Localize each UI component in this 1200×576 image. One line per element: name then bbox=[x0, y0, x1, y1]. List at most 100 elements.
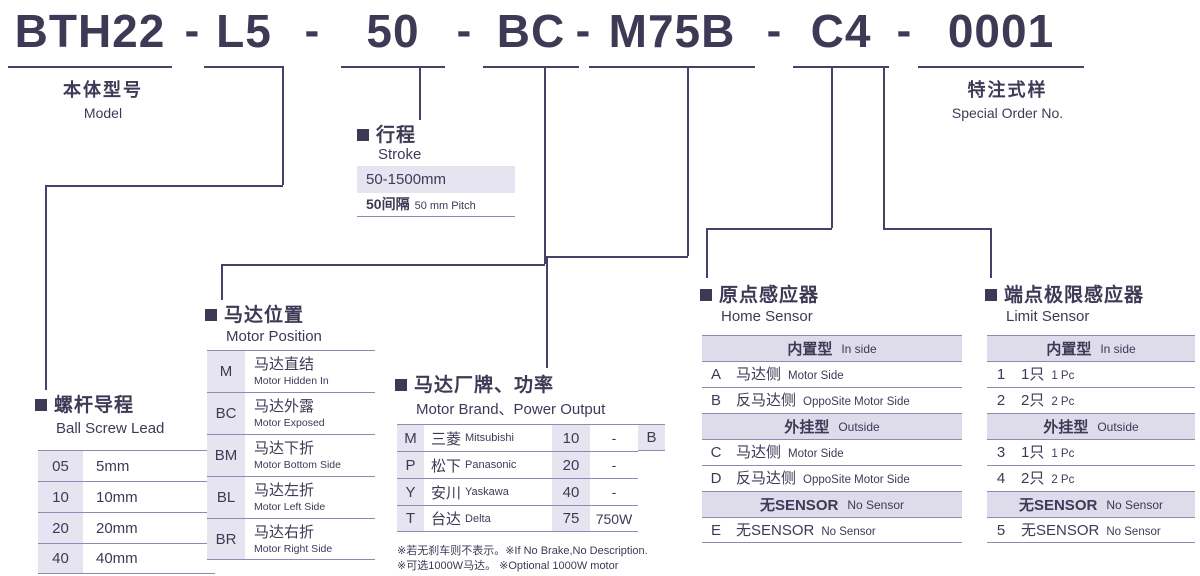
table-row: M 马达直结 Motor Hidden In bbox=[207, 350, 375, 392]
sensor-label-cell: 2只 2 Pc bbox=[1015, 466, 1195, 491]
section-marker-icon bbox=[985, 289, 997, 301]
special-order-label-zh: 特注式样 bbox=[967, 80, 1048, 100]
position-label-en: Motor Left Side bbox=[254, 501, 326, 513]
position-code-cell: M bbox=[207, 351, 245, 392]
table-row: BL 马达左折 Motor Left Side bbox=[207, 476, 375, 518]
lead-value-cell: 10mm bbox=[96, 488, 138, 506]
connector-line bbox=[546, 256, 688, 258]
connector-line bbox=[544, 68, 546, 264]
group-header-row: 外挂型 Outside bbox=[987, 413, 1195, 439]
special-order-label-en: Special Order No. bbox=[951, 105, 1064, 121]
motor-brand-table: M 三菱 Mitsubishi 10 - P 松下 Panasonic 20 -… bbox=[397, 424, 638, 532]
sensor-label-cell: 马达侧 Motor Side bbox=[730, 440, 962, 465]
brand-name-cell: 安川 Yaskawa bbox=[424, 479, 552, 505]
segment-underline bbox=[204, 66, 284, 68]
connector-line bbox=[990, 228, 992, 278]
table-row: D 反马达侧 OppoSite Motor Side bbox=[702, 465, 962, 491]
lead-code-cell: 05 bbox=[38, 451, 83, 481]
model-label-zh: 本体型号 bbox=[63, 80, 143, 100]
ball-screw-lead-title-en: Ball Screw Lead bbox=[56, 420, 165, 437]
brand-name-en: Mitsubishi bbox=[465, 432, 514, 444]
group-header-zh: 内置型 bbox=[1046, 341, 1092, 358]
brand-name-zh: 三菱 bbox=[431, 430, 462, 448]
brand-name-zh: 松下 bbox=[431, 457, 462, 475]
brand-name-zh: 台达 bbox=[431, 511, 462, 528]
sensor-label-cell: 1只 1 Pc bbox=[1015, 440, 1195, 465]
position-label-zh: 马达直结 bbox=[254, 356, 315, 373]
sensor-label-en: OppoSite Motor Side bbox=[803, 474, 910, 486]
motor-brand-title-en: Motor Brand、Power Output bbox=[416, 401, 606, 418]
position-label-zh: 马达外露 bbox=[254, 398, 315, 415]
sensor-label-zh: 2只 bbox=[1021, 392, 1045, 409]
limit-sensor-title: 端点极限感应器 bbox=[985, 280, 1144, 307]
ball-screw-lead-title-zh: 螺杆导程 bbox=[54, 395, 135, 416]
sensor-code-cell: C bbox=[710, 444, 722, 461]
sensor-code-cell: A bbox=[710, 366, 721, 383]
sensor-label-cell: 反马达侧 OppoSite Motor Side bbox=[730, 388, 962, 413]
group-header-en: In side bbox=[841, 341, 877, 356]
segment-underline bbox=[483, 66, 579, 68]
stroke-title-zh: 行程 bbox=[376, 125, 417, 146]
sensor-label-en: 1 Pc bbox=[1051, 448, 1075, 460]
stroke-title-en: Stroke bbox=[378, 146, 422, 163]
sensor-label-en: OppoSite Motor Side bbox=[803, 396, 910, 408]
table-row: 5 无SENSOR No Sensor bbox=[987, 517, 1195, 543]
power-value-cell: 750W bbox=[595, 510, 633, 527]
table-row: BC 马达外露 Motor Exposed bbox=[207, 392, 375, 434]
power-code-cell: 20 bbox=[552, 452, 590, 478]
model-code-segment: M75B bbox=[608, 5, 736, 57]
group-header-row: 内置型 In side bbox=[702, 335, 962, 361]
model-code-separator: - bbox=[575, 6, 591, 55]
stroke-pitch-zh: 50间隔 bbox=[366, 196, 410, 212]
model-code-separator: - bbox=[456, 6, 472, 55]
group-header-row: 无SENSOR No Sensor bbox=[702, 491, 962, 517]
home-sensor-table: 内置型 In side A 马达侧 Motor Side B 反马达侧 Oppo… bbox=[702, 335, 962, 543]
sensor-code-cell: D bbox=[710, 470, 722, 487]
power-code-cell: 75 bbox=[552, 506, 590, 531]
connector-line bbox=[282, 68, 284, 185]
group-header-en: No Sensor bbox=[847, 497, 905, 512]
sensor-label-en: 2 Pc bbox=[1051, 474, 1075, 486]
brand-code-cell: M bbox=[397, 425, 424, 451]
sensor-label-en: 2 Pc bbox=[1051, 396, 1075, 408]
table-row: BM 马达下折 Motor Bottom Side bbox=[207, 434, 375, 476]
sensor-label-en: 1 Pc bbox=[1051, 370, 1075, 382]
table-row: 20 20mm bbox=[38, 512, 215, 543]
motor-brand-title-zh: 马达厂牌、功率 bbox=[414, 375, 555, 396]
table-row: 05 5mm bbox=[38, 450, 215, 481]
connector-line bbox=[45, 185, 47, 390]
table-row: 40 40mm bbox=[38, 543, 215, 574]
model-code-separator: - bbox=[184, 6, 200, 55]
sensor-label-zh: 马达侧 bbox=[736, 444, 782, 461]
position-desc-cell: 马达左折 Motor Left Side bbox=[245, 477, 375, 518]
sensor-label-cell: 无SENSOR No Sensor bbox=[730, 518, 962, 542]
model-label: 本体型号 Model bbox=[8, 76, 198, 121]
brand-code-cell: Y bbox=[397, 479, 424, 505]
model-code-segment: BC bbox=[496, 5, 566, 57]
brand-name-cell: 三菱 Mitsubishi bbox=[424, 425, 552, 451]
position-label-en: Motor Hidden In bbox=[254, 375, 329, 387]
stroke-range-cell: 50-1500mm bbox=[357, 166, 515, 193]
section-marker-icon bbox=[35, 399, 47, 411]
section-marker-icon bbox=[700, 289, 712, 301]
table-row: A 马达侧 Motor Side bbox=[702, 361, 962, 387]
motor-position-table: M 马达直结 Motor Hidden In BC 马达外露 Motor Exp… bbox=[207, 350, 375, 560]
group-header-en: Outside bbox=[838, 419, 880, 434]
group-header-row: 内置型 In side bbox=[987, 335, 1195, 361]
sensor-label-en: No Sensor bbox=[1106, 526, 1161, 538]
group-header-en: Outside bbox=[1097, 419, 1139, 434]
table-row: P 松下 Panasonic 20 - bbox=[397, 451, 638, 478]
section-marker-icon bbox=[205, 309, 217, 321]
connector-line bbox=[706, 228, 832, 230]
position-code-cell: BM bbox=[207, 435, 245, 476]
home-sensor-title-zh: 原点感应器 bbox=[719, 285, 820, 306]
sensor-label-cell: 无SENSOR No Sensor bbox=[1015, 518, 1195, 542]
stroke-pitch-cell: 50间隔 50 mm Pitch bbox=[357, 193, 515, 217]
table-row: 1 1只 1 Pc bbox=[987, 361, 1195, 387]
position-label-en: Motor Exposed bbox=[254, 417, 325, 429]
connector-line bbox=[687, 68, 689, 256]
group-header-zh: 外挂型 bbox=[784, 419, 830, 436]
section-marker-icon bbox=[395, 379, 407, 391]
limit-sensor-table: 内置型 In side 1 1只 1 Pc 2 2只 2 Pc 外挂型 Outs… bbox=[987, 335, 1195, 543]
